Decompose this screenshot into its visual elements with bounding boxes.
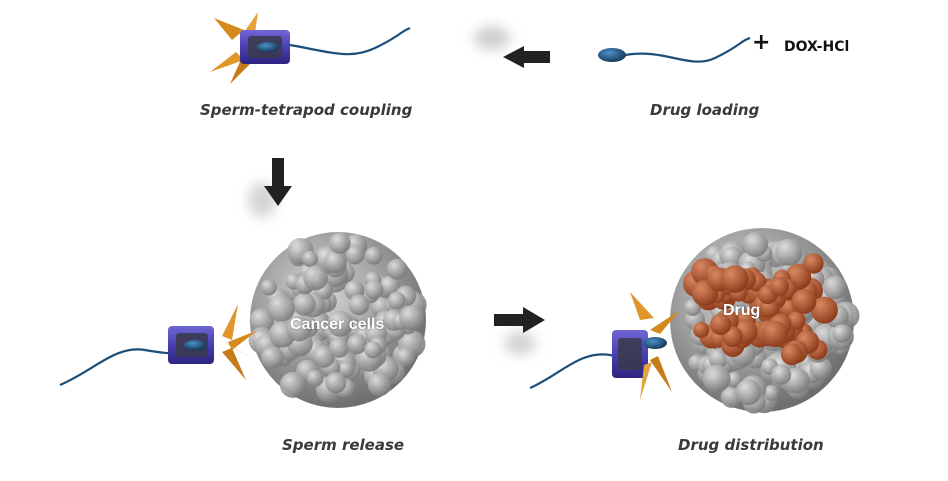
cancer-cells-label: Cancer cells (290, 316, 385, 333)
arrow-down-icon (248, 158, 292, 218)
cell-bump (279, 372, 306, 398)
cell-bump (364, 280, 384, 300)
cell-bump (338, 361, 355, 378)
cell-bump (292, 292, 316, 316)
released-tetrapod-sperm (59, 304, 258, 387)
cancer-cell-with-drug (670, 228, 860, 414)
cell-bump (702, 364, 731, 393)
cell-bump (379, 275, 401, 297)
cell-bump (312, 345, 335, 368)
cell-bump (387, 291, 406, 310)
cell-bump (325, 372, 347, 394)
cell-bump (301, 250, 319, 267)
drug-bump (693, 321, 710, 338)
cell-bump (286, 316, 312, 342)
label-sperm-release: Sperm release (282, 436, 405, 454)
cell-bump (348, 294, 370, 316)
cell-bump (396, 347, 415, 367)
cell-bump (735, 379, 762, 406)
plus-sign: + (752, 30, 771, 55)
cell-bump (267, 294, 295, 322)
drug-bump (721, 265, 749, 293)
drug-label: Drug (723, 302, 761, 319)
tetrapod-sperm-at-cell (529, 292, 680, 400)
arrow-right-icon (494, 307, 545, 355)
cell-bump (303, 265, 328, 291)
cell-bump (364, 341, 382, 359)
cell-bump (763, 384, 780, 401)
arrow-left-icon (474, 26, 550, 68)
cell-bump (324, 250, 347, 274)
label-sperm-tetrapod-coupling: Sperm-tetrapod coupling (200, 101, 413, 119)
cell-bump (260, 279, 277, 296)
reagent-dox-hcl: DOX-HCl (784, 39, 850, 55)
drug-bump (761, 320, 789, 348)
drug-bump (780, 343, 803, 366)
cell-bump (249, 308, 274, 333)
cell-bump (832, 324, 851, 343)
cell-bump (809, 357, 833, 380)
drug-bump (710, 313, 732, 335)
cancer-cell-sphere (248, 232, 427, 408)
tetrapod-coupled-sperm (210, 12, 411, 84)
cell-bump (328, 337, 349, 358)
cell-bump (347, 334, 367, 355)
free-sperm (598, 36, 751, 63)
drug-bump (787, 311, 806, 330)
cell-bump (775, 238, 803, 266)
cell-bump (771, 364, 792, 385)
cell-bump (386, 258, 408, 280)
drug-bump (803, 253, 824, 274)
label-drug-loading: Drug loading (650, 101, 760, 119)
cell-bump (367, 372, 392, 397)
cell-bump (329, 232, 351, 254)
cell-bump (364, 246, 383, 265)
cell-bump (306, 370, 324, 387)
cell-bump (823, 275, 847, 300)
cell-bump (261, 346, 284, 369)
cell-bump (327, 310, 354, 337)
label-drug-distribution: Drug distribution (678, 436, 824, 454)
drug-bump (791, 289, 817, 314)
drug-region (682, 253, 838, 366)
drug-bump (769, 277, 790, 297)
cell-bump (345, 245, 365, 265)
cell-bump (399, 305, 425, 331)
cell-bump (743, 232, 768, 257)
drug-bump (810, 296, 838, 324)
